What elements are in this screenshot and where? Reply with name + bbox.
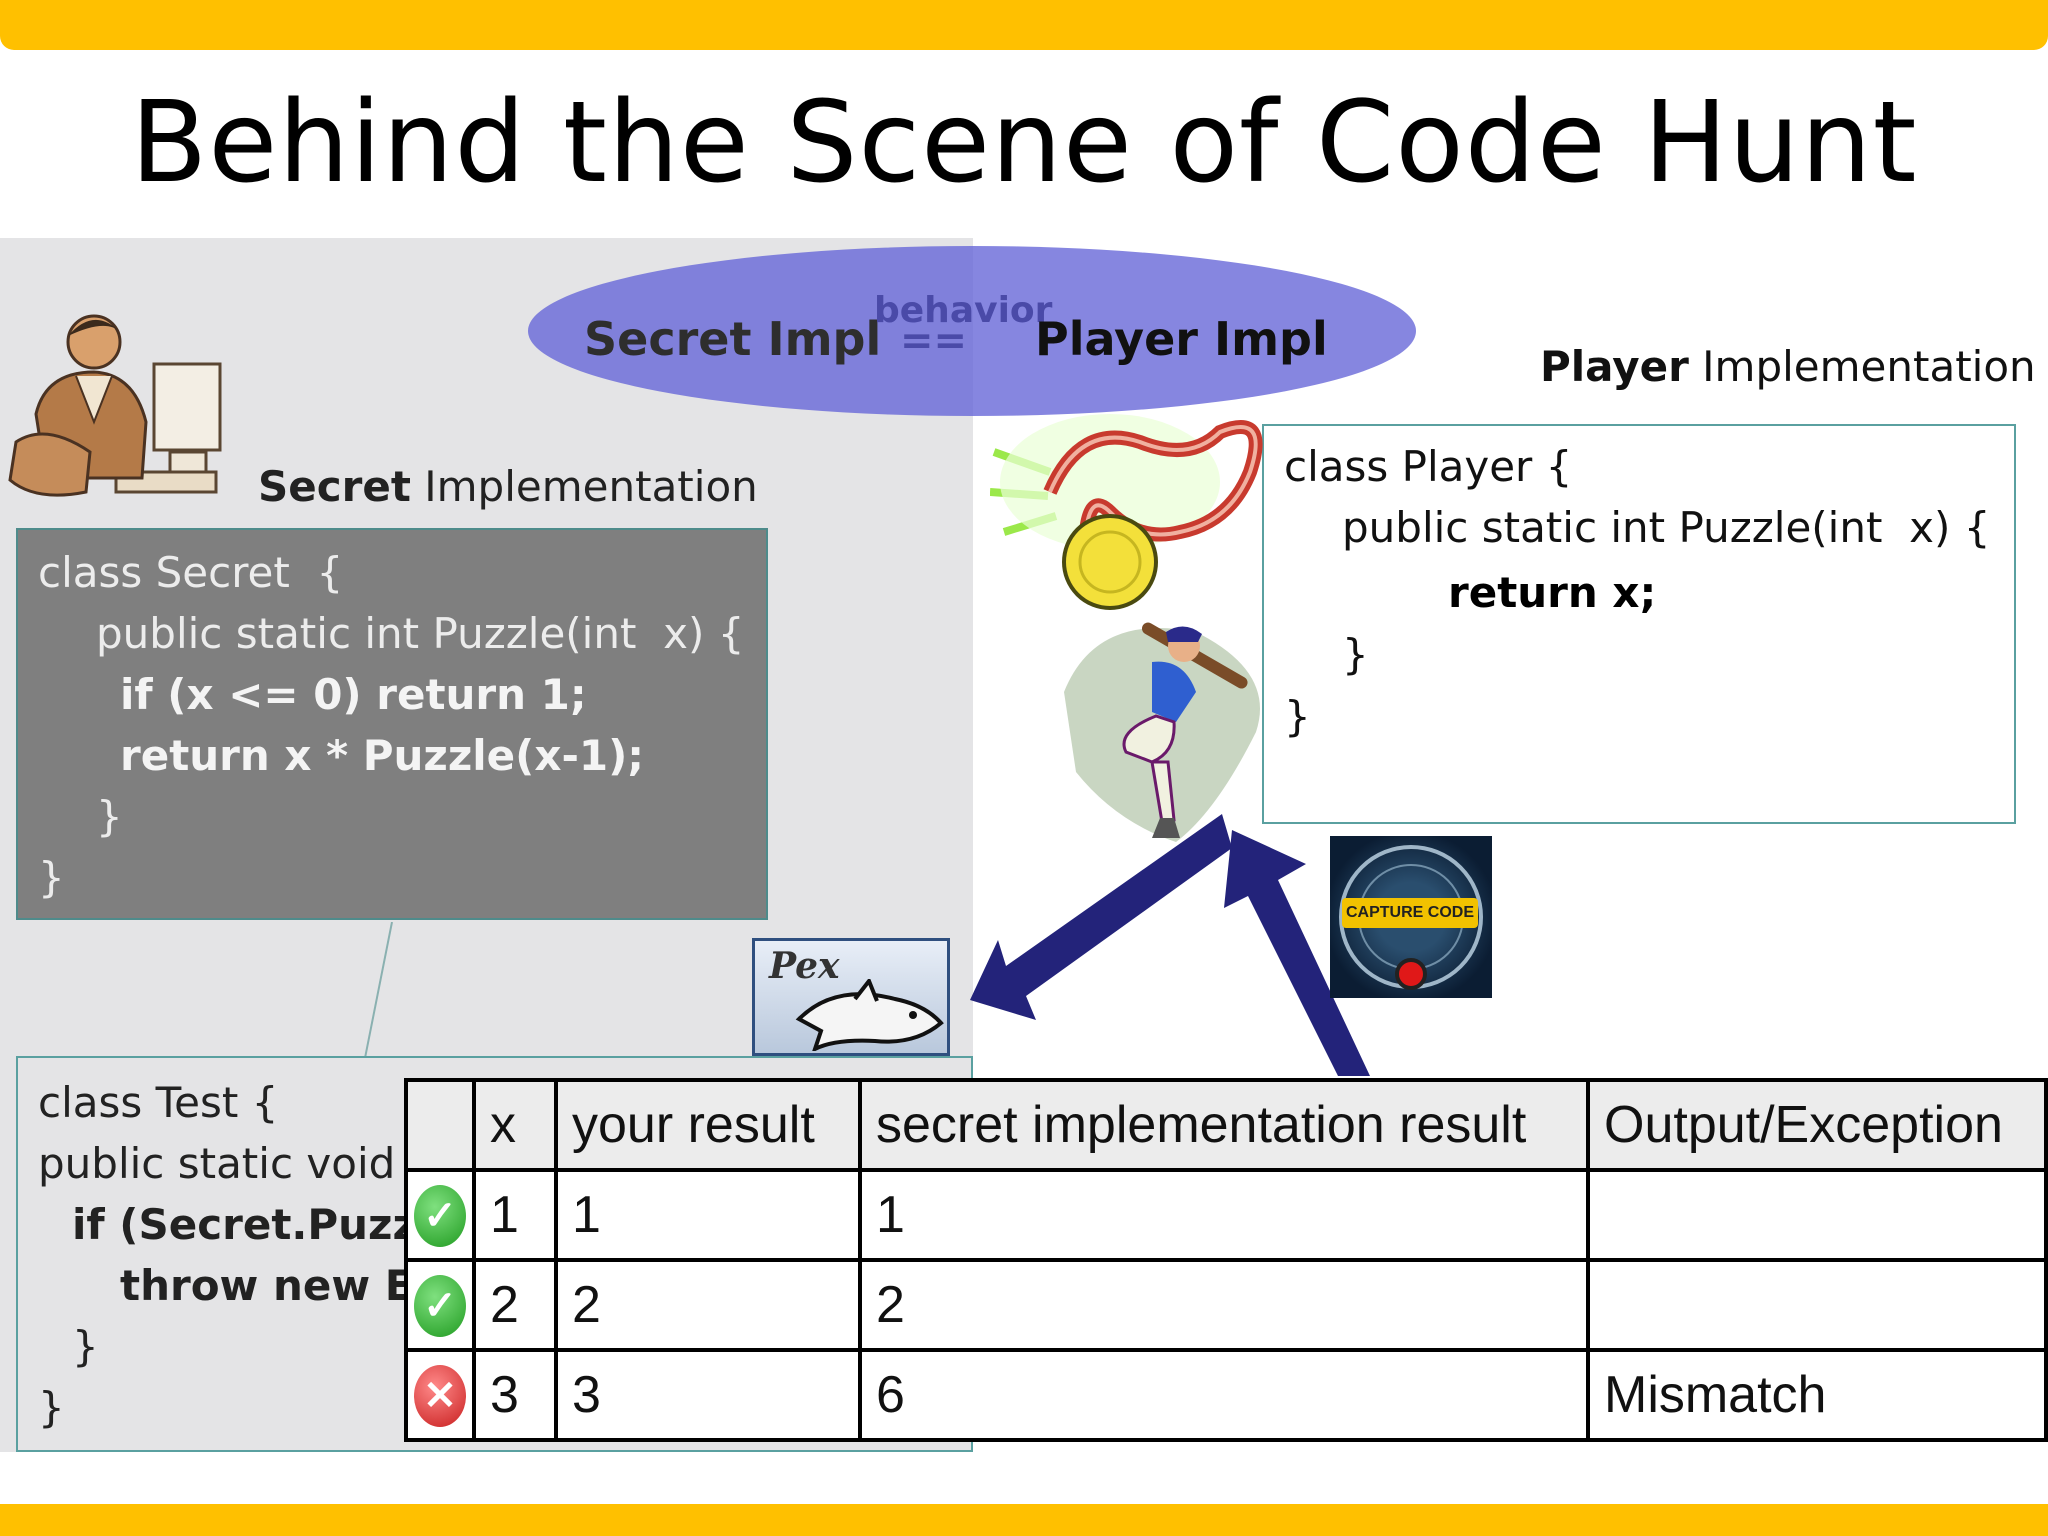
cell-your-result: 1 (554, 1168, 862, 1262)
person-at-computer-icon (8, 314, 222, 497)
row-status: ✕ (404, 1348, 476, 1442)
results-header-row: x your result secret implementation resu… (404, 1078, 2048, 1172)
bottom-accent-bar (0, 1504, 2048, 1536)
capture-code-label: CAPTURE CODE (1342, 898, 1478, 928)
capture-code-logo: CAPTURE CODE (1330, 836, 1492, 998)
cell-secret-result: 6 (858, 1348, 1590, 1442)
arrow-to-batter (1224, 830, 1370, 1076)
cell-your-result: 2 (554, 1258, 862, 1352)
oval-secret-impl-label: Secret Impl (584, 312, 882, 366)
pass-check-icon: ✓ (414, 1185, 466, 1248)
header-your-result: your result (554, 1078, 862, 1172)
cell-secret-result: 2 (858, 1258, 1590, 1352)
secret-code-line-2: public static int Puzzle(int x) { (96, 609, 745, 658)
secret-code-line-5: } (96, 792, 123, 841)
cell-your-result: 3 (554, 1348, 862, 1442)
cell-x: 1 (472, 1168, 558, 1262)
cell-output: Mismatch (1586, 1348, 2048, 1442)
table-row[interactable]: ✕ 3 3 6 Mismatch (404, 1348, 2048, 1442)
secret-caption-rest: Implementation (410, 462, 758, 511)
medal-icon (990, 414, 1263, 610)
secret-code-box: class Secret { public static int Puzzle(… (16, 528, 768, 920)
secret-code-line-1: class Secret { (38, 548, 344, 597)
oval-equals-label: == (900, 318, 968, 364)
cell-x: 2 (472, 1258, 558, 1352)
player-code-line-5: } (1284, 692, 1311, 741)
row-status: ✓ (404, 1258, 476, 1352)
player-implementation-caption: Player Implementation (1540, 342, 2036, 391)
results-table: x your result secret implementation resu… (404, 1078, 2048, 1442)
arrow-to-pex (970, 814, 1232, 1020)
table-row[interactable]: ✓ 1 1 1 (404, 1168, 2048, 1262)
oval-behavior-label: behavior (874, 290, 1053, 331)
player-code-line-3: return x; (1448, 568, 1657, 617)
row-status: ✓ (404, 1168, 476, 1262)
player-caption-rest: Implementation (1688, 342, 2036, 391)
player-caption-bold: Player (1540, 342, 1689, 391)
test-code-line-3: if (Secret.Puzzle (72, 1200, 460, 1249)
player-code-box: class Player { public static int Puzzle(… (1262, 424, 2016, 824)
pass-check-icon: ✓ (414, 1275, 466, 1338)
secret-code-line-4: return x * Puzzle(x-1); (120, 731, 645, 780)
shark-icon (795, 979, 944, 1051)
cell-secret-result: 1 (858, 1168, 1590, 1262)
header-secret-result: secret implementation result (858, 1078, 1590, 1172)
secret-code-line-3: if (x <= 0) return 1; (120, 670, 587, 719)
test-code-line-5: } (72, 1322, 99, 1371)
oval-player-impl-label: Player Impl (1035, 312, 1328, 366)
test-code-line-4: throw new Ex (120, 1261, 441, 1310)
secret-code-line-6: } (38, 853, 65, 902)
player-code-line-1: class Player { (1284, 442, 1573, 491)
pex-logo-label: Pex (769, 945, 840, 987)
player-code-line-2: public static int Puzzle(int x) { (1342, 503, 1991, 552)
header-x: x (472, 1078, 558, 1172)
cell-output (1586, 1168, 2048, 1262)
header-output-exception: Output/Exception (1586, 1078, 2048, 1172)
slide-title: Behind the Scene of Code Hunt (130, 78, 1918, 208)
secret-caption-bold: Secret (258, 462, 411, 511)
top-accent-bar (0, 0, 2048, 50)
player-code-line-4: } (1342, 630, 1369, 679)
table-row[interactable]: ✓ 2 2 2 (404, 1258, 2048, 1352)
cell-x: 3 (472, 1348, 558, 1442)
secret-implementation-caption: Secret Implementation (258, 462, 758, 511)
baseball-player-icon (1064, 622, 1260, 842)
header-status (404, 1078, 476, 1172)
test-code-line-6: } (38, 1383, 65, 1432)
flow-arrows (970, 814, 1370, 1076)
test-code-line-1: class Test { (38, 1078, 279, 1127)
cell-output (1586, 1258, 2048, 1352)
behavior-equivalence-oval (528, 246, 1416, 416)
capture-target-icon (1339, 845, 1483, 990)
pex-logo: Pex (752, 938, 950, 1056)
test-code-line-2: public static void (38, 1139, 396, 1188)
fail-x-icon: ✕ (414, 1365, 466, 1428)
